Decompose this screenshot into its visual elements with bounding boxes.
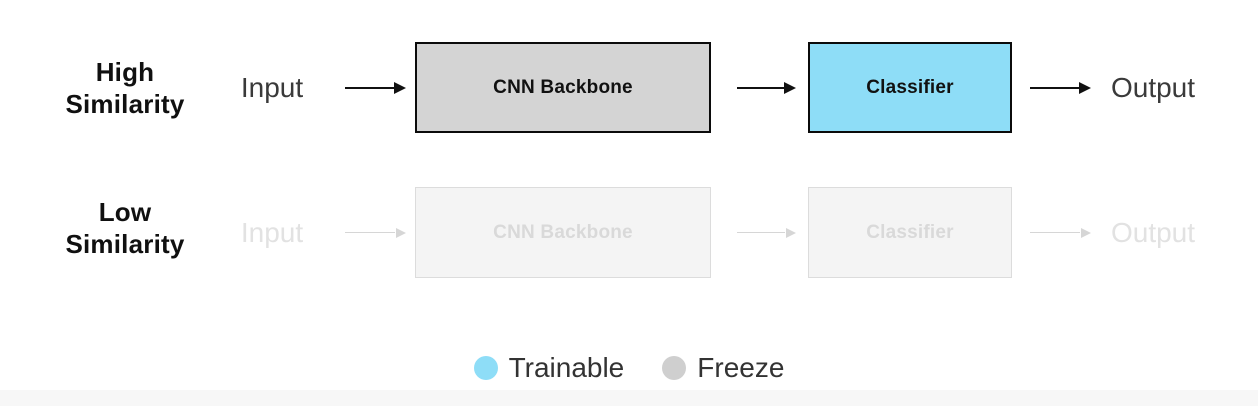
trainable-dot-icon: [473, 356, 498, 380]
legend-item-trainable: Trainable: [473, 352, 625, 384]
row-label-line1: High: [95, 57, 155, 87]
cnn-backbone-box-low: CNN Backbone: [415, 187, 711, 278]
input-label-high: Input: [240, 72, 304, 103]
legend-item-freeze: Freeze: [662, 352, 784, 384]
row-label-high-similarity: High Similarity: [30, 56, 220, 120]
classifier-label-low: Classifier: [866, 221, 954, 243]
freeze-dot-icon: [662, 356, 687, 380]
legend-label-freeze: Freeze: [697, 352, 785, 383]
classifier-box-high: Classifier: [808, 42, 1012, 133]
classifier-box-low: Classifier: [808, 187, 1012, 278]
row-label-line2: Similarity: [65, 89, 185, 119]
row-label-line2: Similarity: [65, 229, 185, 259]
input-label-low: Input: [240, 217, 304, 248]
cnn-backbone-box-high: CNN Backbone: [415, 42, 711, 133]
legend: Trainable Freeze: [0, 352, 1258, 384]
output-label-high: Output: [1110, 72, 1196, 103]
cnn-backbone-label-low: CNN Backbone: [493, 221, 633, 243]
classifier-label-high: Classifier: [866, 76, 954, 98]
arrow-classifier-to-output-high: [1030, 87, 1080, 89]
row-label-low-similarity: Low Similarity: [30, 196, 220, 260]
cnn-backbone-label-high: CNN Backbone: [493, 76, 633, 98]
arrow-input-to-backbone-high: [345, 87, 395, 89]
legend-label-trainable: Trainable: [508, 352, 625, 383]
output-label-low: Output: [1110, 217, 1196, 248]
row-label-line1: Low: [98, 197, 152, 227]
bottom-edge-strip: [0, 390, 1258, 406]
arrow-input-to-backbone-low: [345, 232, 395, 233]
arrow-backbone-to-classifier-high: [737, 87, 785, 89]
arrow-classifier-to-output-low: [1030, 232, 1080, 233]
arrow-backbone-to-classifier-low: [737, 232, 785, 233]
